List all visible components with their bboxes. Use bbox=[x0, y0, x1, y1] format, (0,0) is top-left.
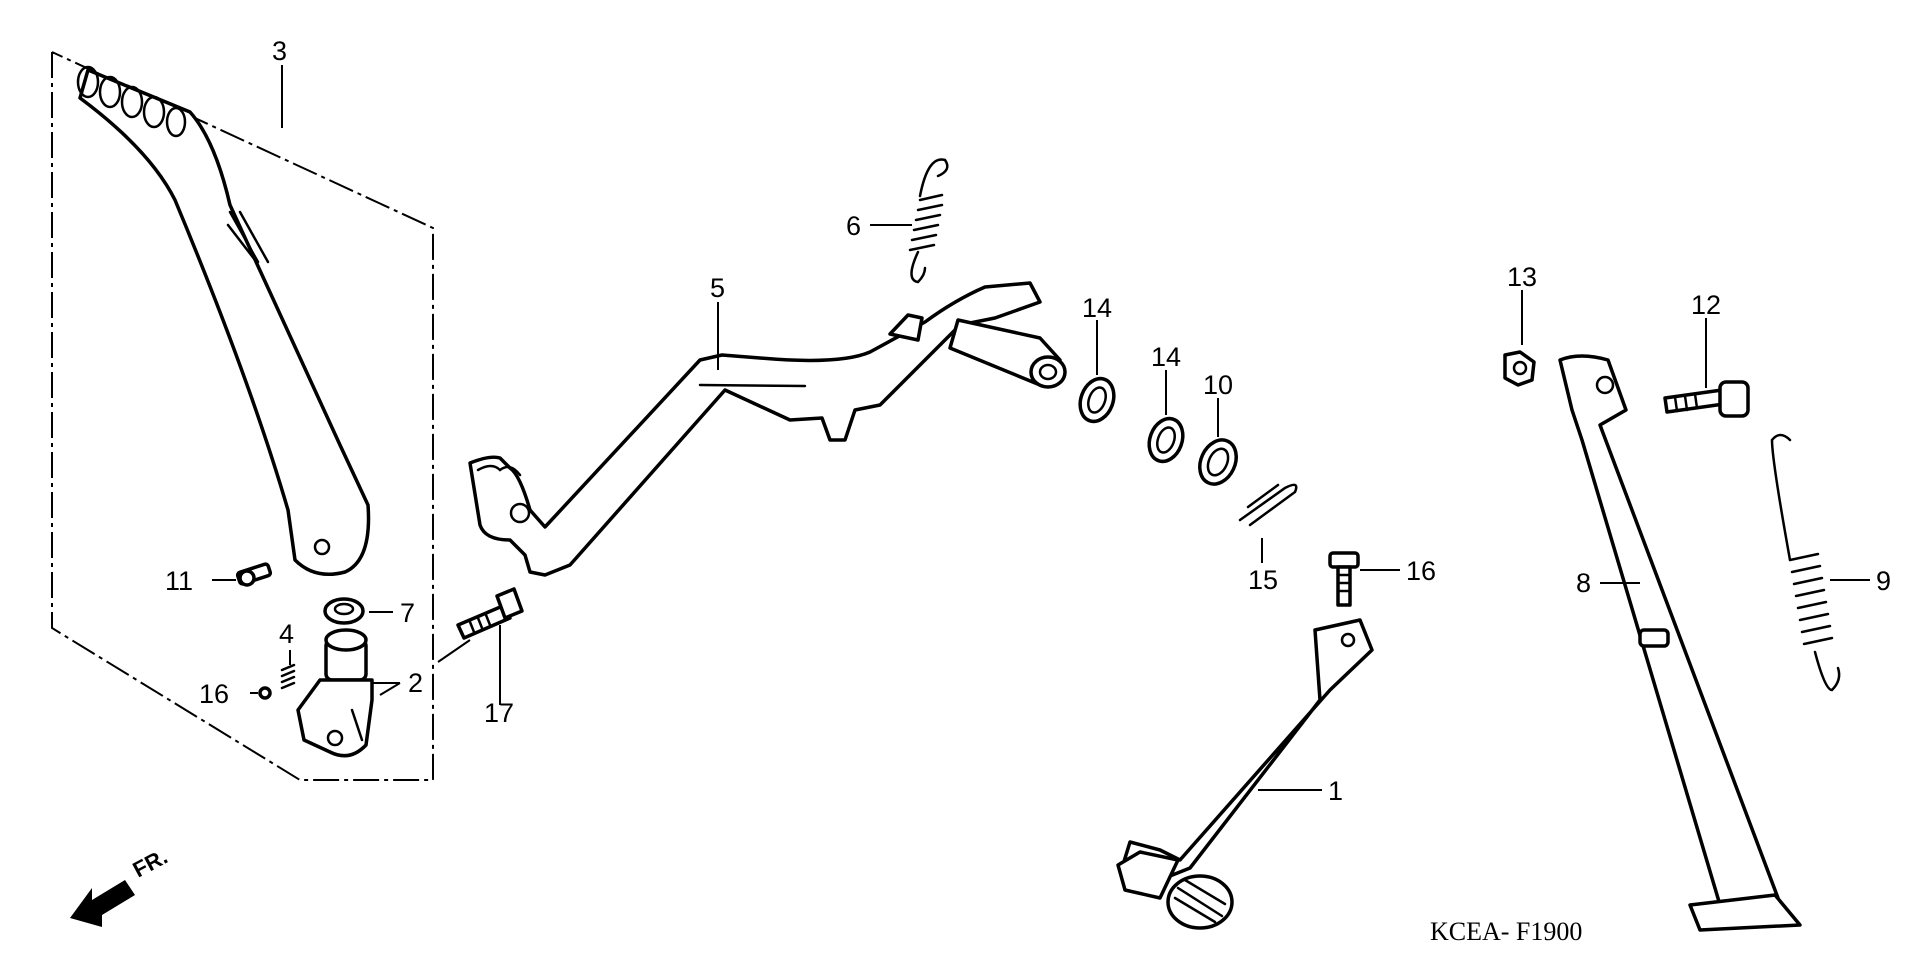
ball-17-part[interactable] bbox=[258, 686, 272, 700]
callout-2: 2 bbox=[408, 668, 423, 698]
callout-3: 3 bbox=[272, 36, 287, 66]
callout-1: 1 bbox=[1328, 776, 1343, 806]
spring-6-part[interactable] bbox=[908, 158, 949, 284]
side-stand-part[interactable] bbox=[1558, 354, 1802, 932]
callout-9: 9 bbox=[1876, 566, 1891, 596]
callout-6: 6 bbox=[846, 211, 861, 241]
bolt-16-part[interactable] bbox=[1328, 551, 1360, 607]
callout-18: 17 bbox=[484, 698, 514, 728]
bolt-12-part[interactable] bbox=[1663, 380, 1750, 418]
kickstarter-joint-part[interactable] bbox=[296, 628, 374, 758]
bolt-11-part[interactable] bbox=[235, 562, 273, 587]
nut-13-part[interactable] bbox=[1503, 350, 1536, 387]
callout-16: 16 bbox=[1406, 556, 1436, 586]
front-indicator-label: FR. bbox=[129, 844, 172, 883]
spring-4-part[interactable] bbox=[280, 663, 296, 690]
callout-labels: 3 11 7 4 16 2 17 5 6 14 14 10 15 16 1 13… bbox=[165, 36, 1891, 806]
callout-11: 11 bbox=[165, 566, 193, 596]
spring-9-part[interactable] bbox=[1770, 433, 1841, 692]
front-direction-arrow-icon: FR. bbox=[70, 844, 172, 927]
callout-12: 12 bbox=[1691, 290, 1721, 320]
callout-14b: 14 bbox=[1151, 342, 1181, 372]
callout-5: 5 bbox=[710, 273, 725, 303]
kickstarter-group-frame bbox=[51, 51, 434, 781]
washer-14a-part[interactable] bbox=[1074, 374, 1119, 426]
gearshift-pedal-part[interactable] bbox=[1116, 618, 1374, 930]
callout-10: 10 bbox=[1203, 370, 1233, 400]
leader-lines bbox=[212, 65, 1870, 791]
callout-7: 7 bbox=[400, 598, 415, 628]
callout-13: 13 bbox=[1507, 262, 1537, 292]
diagram-code: KCEA- F1900 bbox=[1430, 917, 1582, 946]
cotter-pin-15-part[interactable] bbox=[1238, 483, 1298, 527]
bolt-18-part[interactable] bbox=[456, 587, 524, 640]
kickstarter-arm-part[interactable] bbox=[76, 65, 371, 576]
callout-17: 16 bbox=[199, 679, 229, 709]
seal-7-part[interactable] bbox=[323, 597, 365, 625]
brake-pedal-part[interactable] bbox=[468, 281, 1067, 577]
callout-4: 4 bbox=[279, 619, 294, 649]
callout-15: 15 bbox=[1248, 565, 1278, 595]
callout-8: 8 bbox=[1576, 568, 1591, 598]
washer-10-part[interactable] bbox=[1193, 434, 1243, 490]
callout-14a: 14 bbox=[1082, 293, 1112, 323]
washer-14b-part[interactable] bbox=[1143, 414, 1188, 466]
